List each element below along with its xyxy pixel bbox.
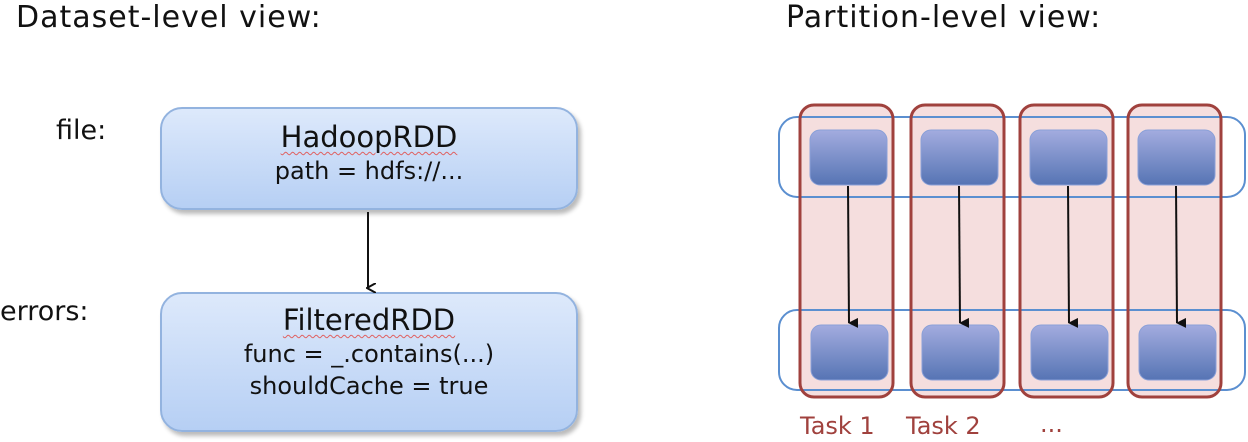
partition-block: [1137, 129, 1216, 186]
task-column: [1018, 103, 1115, 399]
partition-arrow: [958, 185, 970, 328]
task-label-2: Task 2: [906, 412, 981, 440]
task-column: [798, 103, 895, 399]
partition-arrow: [1175, 185, 1187, 328]
filtered-rdd-node: FilteredRDD func = _.contains(...) shoul…: [160, 292, 578, 432]
rdd-field: shouldCache = true: [249, 372, 489, 400]
dataset-view-title: Dataset-level view:: [16, 0, 322, 35]
rdd-name: FilteredRDD: [282, 303, 456, 337]
task-label-more: ...: [1040, 410, 1063, 438]
rdd-name: HadoopRDD: [280, 120, 458, 154]
file-label: file:: [56, 115, 107, 146]
partition-block: [810, 324, 889, 381]
hadoop-rdd-node: HadoopRDD path = hdfs://...: [160, 107, 578, 210]
partition-block: [1029, 129, 1108, 186]
partition-block: [1030, 324, 1109, 381]
partition-arrow: [847, 185, 859, 328]
partition-block: [1138, 324, 1217, 381]
rdd-field: path = hdfs://...: [274, 157, 464, 185]
partition-block: [809, 129, 888, 186]
rdd-field: func = _.contains(...): [243, 340, 495, 368]
partition-view-title: Partition-level view:: [786, 0, 1102, 35]
task-column: [1126, 103, 1223, 399]
dataset-row-errors: [778, 309, 1246, 391]
task-label-1: Task 1: [800, 412, 875, 440]
task-column: [909, 103, 1006, 399]
partition-block: [920, 129, 999, 186]
dataset-row-file: [778, 116, 1246, 198]
partition-block: [921, 324, 1000, 381]
errors-label: errors:: [0, 296, 89, 327]
partition-grid: [778, 103, 1246, 399]
partition-arrow: [1067, 185, 1079, 328]
